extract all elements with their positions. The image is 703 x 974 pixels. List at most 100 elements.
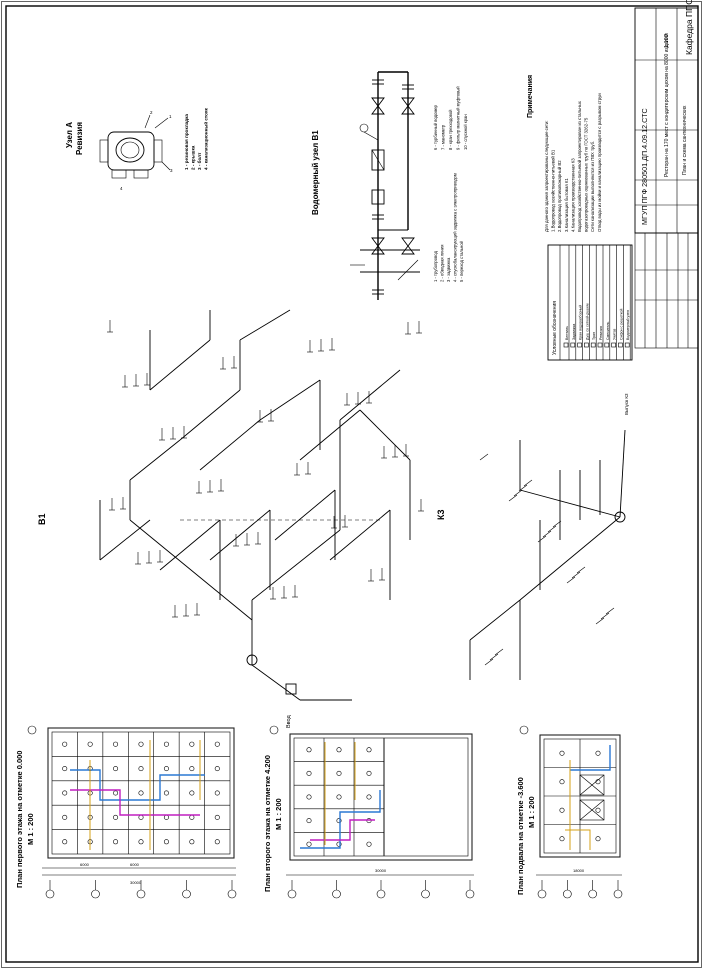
uzel-a-legend-item: 3 - болт (196, 152, 202, 170)
legend-symbol-icon (597, 342, 603, 348)
room-number-marker (113, 766, 119, 772)
room-number-marker (113, 741, 119, 747)
notes-line: 4.Канализация производственная К3 (570, 158, 575, 232)
room-number-marker (559, 779, 565, 785)
sheet-code: МГУП ПГФ 280501.ДП.4.09.12.СТС (640, 108, 649, 225)
vypusk-label: Выпуск К3 (624, 393, 629, 415)
legend-symbol-icon (570, 342, 576, 348)
room-number-marker (138, 766, 144, 772)
room-number-marker (138, 839, 144, 845)
room-number-marker (366, 794, 372, 800)
room-number-marker (214, 839, 220, 845)
room-number-marker (138, 790, 144, 796)
vvod-label: Ввод (286, 715, 292, 728)
room-number-marker (306, 794, 312, 800)
room-number-marker (366, 841, 372, 847)
legend-symbol-icon (624, 342, 630, 348)
room-number-marker (163, 839, 169, 845)
room-number-marker (595, 807, 601, 813)
room-number-marker (189, 814, 195, 820)
notes-line: Водопровод хозяйственно-питьевой запроек… (577, 100, 582, 232)
room-number-marker (62, 790, 68, 796)
room-number-marker (306, 770, 312, 776)
legend-symbol-icon (563, 342, 569, 348)
room-number-marker (595, 836, 601, 842)
legend-row-label: Трап (592, 332, 596, 340)
svg-text:2: 2 (150, 110, 153, 115)
vodomer-legend-item: 9 - фильтр магнитный муфтовый (456, 86, 461, 150)
vodomer-legend-item: 6 - турбинный водомер (433, 104, 438, 150)
legend-row-label: Унитаз (613, 328, 617, 340)
grid-axis-marker (269, 725, 279, 735)
grid-axis-marker (45, 889, 55, 899)
notes-line: водогазопроводных оцинкованных труб по Г… (584, 117, 589, 232)
room-number-marker (113, 814, 119, 820)
uzel-a-title: Узел А (65, 122, 74, 148)
department-label: Кафедра ППОИ (684, 0, 694, 55)
notes-line: 2.Водопровод противопожарный В2 (557, 160, 562, 232)
water-meter-symbol (246, 654, 258, 666)
legend-row-label: Кран водоразборный (579, 305, 583, 340)
plan-2-scale: М 1 : 200 (274, 798, 283, 830)
plan-3-scale: М 1 : 200 (527, 796, 536, 828)
room-number-marker (113, 839, 119, 845)
room-number-marker (214, 766, 220, 772)
legend-row-label: Вентиль (565, 326, 569, 340)
notes-line: Сети канализации выполняются из ПВХ труб… (590, 141, 595, 232)
grid-axis-marker (613, 889, 623, 899)
uzel-a-subtitle: Ревизия (75, 122, 84, 155)
room-number-marker (559, 836, 565, 842)
grid-axis-marker (27, 725, 37, 735)
legend-symbol-icon (604, 342, 610, 348)
vodomer-legend-item: 4 - спускобалансирующий задвижка с элект… (453, 173, 458, 282)
vodomer-legend-item: 3 - задвижка (446, 257, 451, 282)
scale-box: 1:100 (664, 34, 670, 48)
svg-text:3: 3 (170, 168, 173, 173)
grid-axis-marker (376, 889, 386, 899)
room-number-marker (336, 841, 342, 847)
uzel-a-legend-item: 4 - канализационный стояк (203, 107, 209, 170)
legend-symbol-icon (618, 342, 623, 348)
room-number-marker (214, 741, 220, 747)
legend-row-label: Душ со сеткой-душем (585, 303, 589, 340)
room-number-marker (366, 770, 372, 776)
grid-axis-marker (588, 889, 597, 899)
grid-axis-marker (421, 889, 430, 899)
room-number-marker (113, 790, 119, 796)
vodomer-uzel: Водомерный узел В1 (311, 71, 468, 300)
svg-text:1: 1 (169, 114, 172, 119)
room-number-marker (189, 766, 195, 772)
room-number-marker (336, 747, 342, 753)
room-number-marker (306, 818, 312, 824)
project-title: Ресторан на 170 мест с кондитерским цехо… (663, 33, 670, 177)
room-number-marker (62, 839, 68, 845)
room-number-marker (214, 814, 220, 820)
room-number-marker (163, 766, 169, 772)
plan-1-dim-total: 30000 (130, 880, 142, 885)
plan-3-dim-total: 18000 (573, 868, 585, 873)
grid-axis-marker (465, 889, 475, 899)
room-number-marker (595, 750, 601, 756)
room-number-marker (306, 747, 312, 753)
room-number-marker (87, 741, 93, 747)
vvod-symbol (285, 683, 297, 695)
plan-first-floor: План первого этажа на отметке 0.000 М 1 … (15, 725, 237, 899)
scheme-k3-label: К3 (436, 510, 446, 521)
notes-line: 1.Водопровод хозяйственно-питьевой В1 (551, 149, 556, 232)
uzel-a-legend-item: 2 - крышка (191, 145, 196, 170)
plan-second-floor: План второго этажа на отметке 4.200 М 1 … (263, 725, 475, 899)
room-number-marker (62, 766, 68, 772)
plan-2-dim-total: 30000 (375, 868, 387, 873)
legend-symbol-icon (584, 342, 589, 348)
legend-row-label: Водомерный узел (626, 310, 630, 340)
grid-axis-marker (519, 725, 529, 735)
revision-fitting-drawing: 1 2 3 4 (99, 110, 173, 191)
legend-row-label: Задвижка (572, 324, 576, 340)
k3-well-symbol (614, 511, 626, 523)
vodomer-title: Водомерный узел В1 (311, 130, 320, 215)
room-number-marker (336, 770, 342, 776)
grid-axis-marker (537, 889, 547, 899)
room-number-marker (559, 807, 565, 813)
